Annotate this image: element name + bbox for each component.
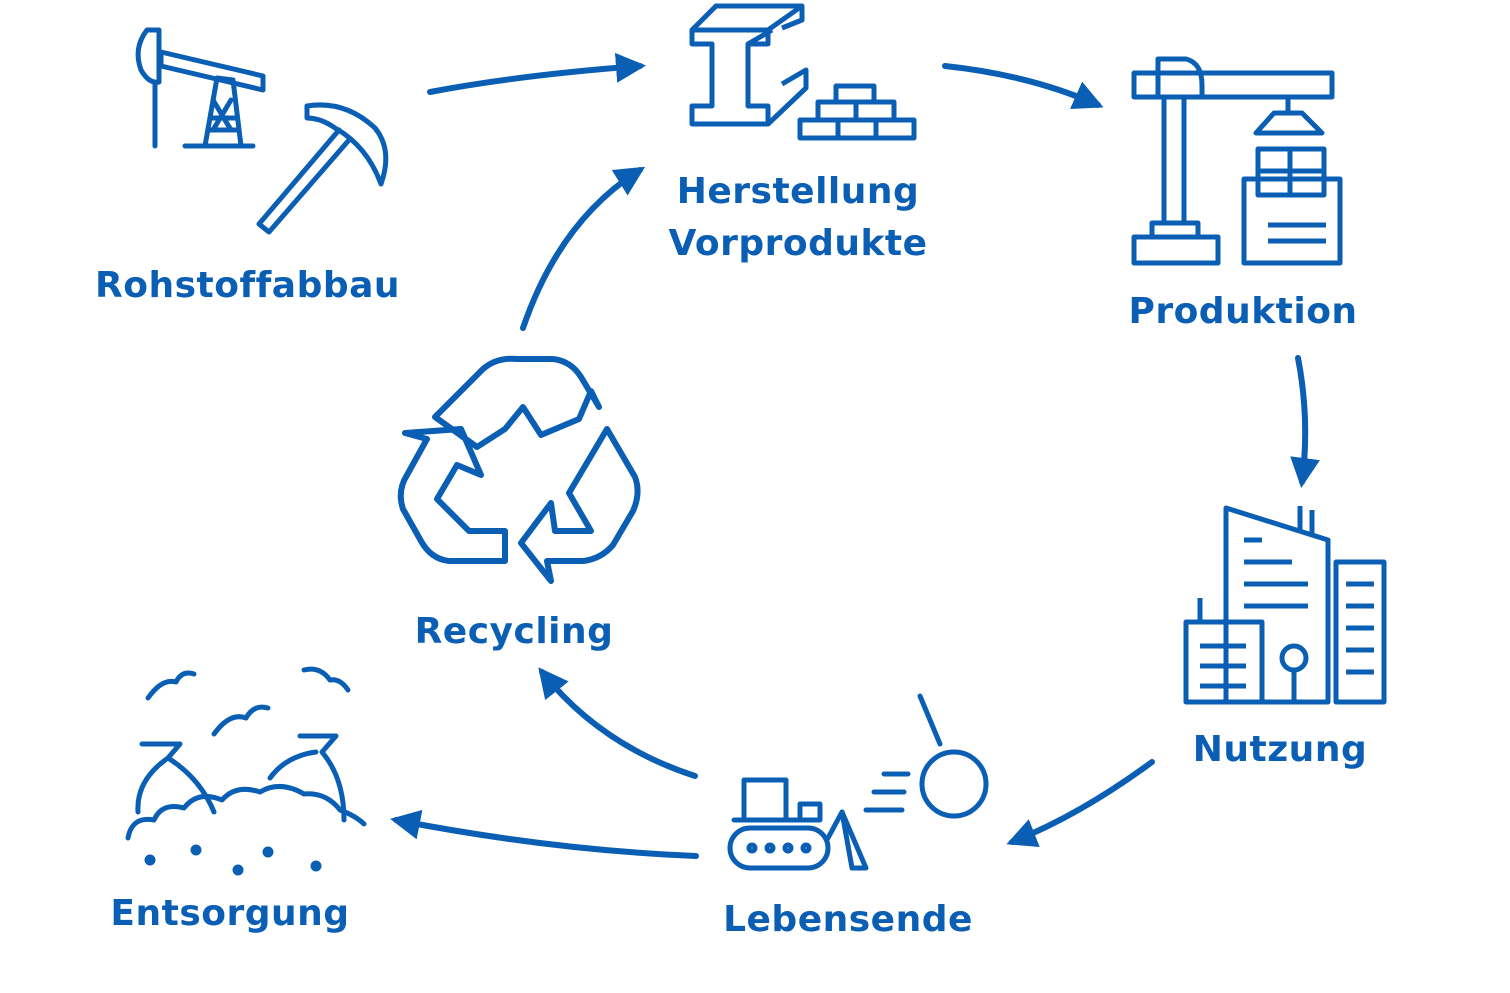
recycling-icon [397, 355, 641, 584]
bulldozer-wrecking-ball-icon [727, 693, 989, 871]
label-recycling: Recycling [364, 606, 664, 658]
label-line: Recycling [414, 611, 614, 652]
arrow-rohstoff-to-herstellung [427, 52, 646, 95]
label-nutzung: Nutzung [1130, 724, 1430, 776]
label-line: Herstellung [676, 171, 920, 212]
crane-building-icon [1131, 56, 1343, 266]
label-entsorgung: Entsorgung [80, 888, 380, 940]
arrow-produktion-to-nutzung [1290, 355, 1320, 488]
label-line: Lebensende [723, 899, 973, 940]
arrow-herstellung-to-produktion [942, 63, 1104, 110]
label-rohstoffabbau: Rohstoffabbau [95, 260, 400, 312]
label-line: Entsorgung [110, 893, 350, 934]
label-line: Vorprodukte [668, 223, 928, 264]
arrow-nutzung-to-lebensende [1006, 759, 1155, 848]
label-line: Rohstoffabbau [95, 265, 401, 306]
label-line: Nutzung [1192, 729, 1368, 770]
arrow-recycling-to-herstellung [520, 166, 646, 331]
city-buildings-icon [1183, 505, 1387, 705]
label-herstellung-vorprodukte: Herstellung Vorprodukte [648, 166, 948, 270]
oil-pump-pickaxe-icon [135, 27, 389, 235]
landfill-icon [125, 666, 367, 876]
label-line: Produktion [1128, 291, 1358, 332]
arrow-lebensende-to-entsorgung [390, 809, 699, 859]
arrow-lebensende-to-recycling [538, 667, 698, 779]
steel-beam-bricks-icon [689, 3, 917, 141]
label-produktion: Produktion [1093, 286, 1393, 338]
label-lebensende: Lebensende [698, 894, 998, 946]
